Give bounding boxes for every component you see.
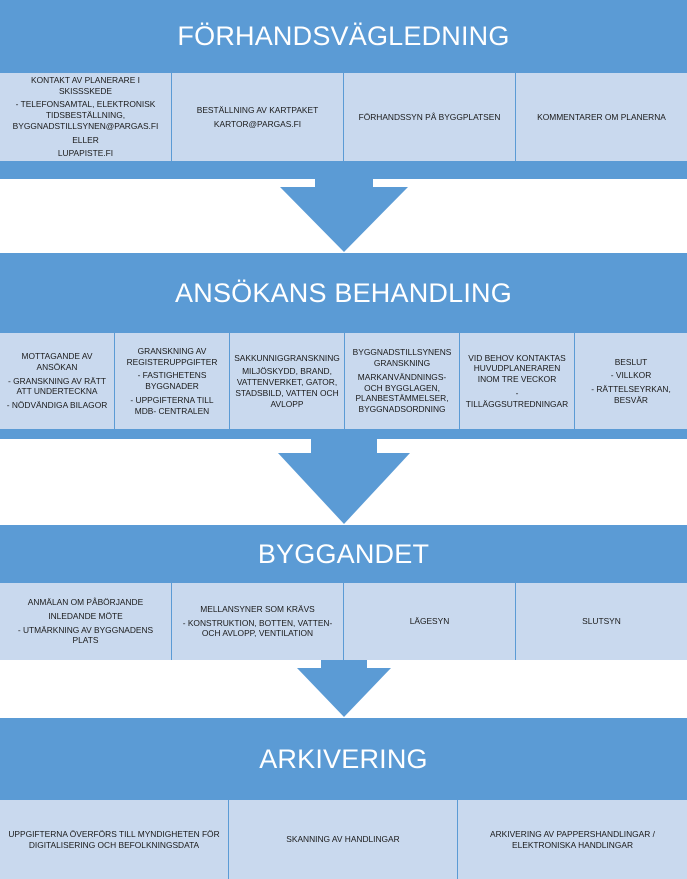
flow-arrow-icon <box>278 439 410 524</box>
stage-title: BYGGANDET <box>257 538 430 569</box>
stage-row-byggandet: ANMÄLAN OM PÅBÖRJANDE INLEDANDE MÖTE - UTM… <box>0 583 687 660</box>
step-box-byggandet-4: SLUTSYN <box>516 583 687 660</box>
stage-band <box>0 161 687 179</box>
step-text: ARKIVERING AV PAPPERSHANDLINGAR / ELEKTR… <box>490 828 655 850</box>
stage-title: ARKIVERING <box>259 743 428 774</box>
step-text: SKANNING AV HANDLINGAR <box>286 834 400 845</box>
stage-row-arkivering: UPPGIFTERNA ÖVERFÖRS TILL MYNDIGHETEN FÖ… <box>0 800 687 879</box>
step-text: KONTAKT AV PLANERARE I SKISSSKEDE <box>31 74 140 96</box>
step-box-forhandsvagledning-3: FÖRHANDSSYN PÅ BYGGPLATSEN <box>344 73 515 161</box>
step-text: KOMMENTARER OM PLANERNA <box>537 111 666 122</box>
step-box-forhandsvagledning-1: KONTAKT AV PLANERARE I SKISSSKEDE - TELEF… <box>0 73 171 161</box>
step-text: - RÄTTELSEYRKAN, BESVÄR <box>591 384 671 405</box>
stage-header-byggandet: BYGGANDET <box>0 525 687 583</box>
stage-header-forhandsvagledning: FÖRHANDSVÄGLEDNING <box>0 0 687 73</box>
flow-arrow-icon <box>297 660 391 717</box>
step-box-byggandet-2: MELLANSYNER SOM KRÄVS - KONSTRUKTION, BOT… <box>172 583 343 660</box>
step-text: ANMÄLAN OM PÅBÖRJANDE <box>27 597 144 607</box>
step-box-ansokans-behandling-3: SAKKUNNIGGRANSKNING MILJÖSKYDD, BRAND, VA… <box>230 333 344 429</box>
step-text: - NÖDVÄNDIGA BILAGOR <box>6 400 108 411</box>
step-text: BESLUT <box>614 356 648 367</box>
stage-row-forhandsvagledning: KONTAKT AV PLANERARE I SKISSSKEDE - TELEF… <box>0 73 687 161</box>
step-text: - TELEFONSAMTAL, ELEKTRONISK TIDSBESTÄLL… <box>12 99 159 131</box>
step-box-ansokans-behandling-2: GRANSKNING AV REGISTERUPPGIFTER - FASTIGH… <box>115 333 229 429</box>
step-text: BESTÄLLNING AV KARTPAKET <box>196 104 319 115</box>
stage-title: FÖRHANDSVÄGLEDNING <box>177 21 510 51</box>
stage-header-arkivering: ARKIVERING <box>0 718 687 800</box>
step-text: MARKANVÄNDNINGS- OCH BYGGLAGEN, PLANBEST… <box>355 371 449 414</box>
step-text: SLUTSYN <box>582 616 621 627</box>
step-text: MELLANSYNER SOM KRÄVS <box>200 603 315 614</box>
step-box-arkivering-1: UPPGIFTERNA ÖVERFÖRS TILL MYNDIGHETEN FÖ… <box>0 800 228 879</box>
step-text: VID BEHOV KONTAKTAS HUVUDPLANERAREN INOM… <box>468 352 566 385</box>
step-text: - UTMÄRKNING AV BYGGNADENS PLATS <box>17 624 154 646</box>
step-text: KARTOR@PARGAS.FI <box>213 118 302 129</box>
step-text: - VILLKOR <box>610 370 652 381</box>
stage-row-ansokans-behandling: MOTTAGANDE AV ANSÖKAN - GRANSKNING AV RÄT… <box>0 333 687 429</box>
step-box-ansokans-behandling-5: VID BEHOV KONTAKTAS HUVUDPLANERAREN INOM… <box>460 333 574 429</box>
step-text: - TILLÄGGSUTREDNINGAR <box>465 387 569 409</box>
step-box-arkivering-3: ARKIVERING AV PAPPERSHANDLINGAR / ELEKTR… <box>458 800 687 879</box>
step-text: MOTTAGANDE AV ANSÖKAN <box>21 351 93 372</box>
step-box-ansokans-behandling-6: BESLUT - VILLKOR - RÄTTELSEYRKAN, BESVÄR <box>575 333 687 429</box>
stage-title: ANSÖKANS BEHANDLING <box>175 277 512 308</box>
stage-header-ansokans-behandling: ANSÖKANS BEHANDLING <box>0 253 687 333</box>
step-box-forhandsvagledning-2: BESTÄLLNING AV KARTPAKET KARTOR@PARGAS.FI <box>172 73 343 161</box>
step-text: LUPAPISTE.FI <box>57 148 114 159</box>
step-box-byggandet-3: LÄGESYN <box>344 583 515 660</box>
step-text: BYGGNADSTILLSYNENS GRANSKNING <box>352 347 452 368</box>
step-text: MILJÖSKYDD, BRAND, VATTENVERKET, GATOR, … <box>235 366 339 409</box>
step-text: - KONSTRUKTION, BOTTEN, VATTEN- OCH AVLO… <box>182 617 333 639</box>
step-text: - FASTIGHETENS BYGGNADER <box>137 370 207 391</box>
step-text: SAKKUNNIGGRANSKNING <box>234 352 340 363</box>
step-text: - UPPGIFTERNA TILL MDB- CENTRALEN <box>130 394 214 416</box>
step-text: INLEDANDE MÖTE <box>48 610 123 621</box>
step-text: - GRANSKNING AV RÄTT ATT UNDERTECKNA <box>7 375 107 397</box>
step-box-ansokans-behandling-4: BYGGNADSTILLSYNENS GRANSKNING MARKANVÄNDN… <box>345 333 459 429</box>
step-text: GRANSKNING AV REGISTERUPPGIFTER <box>126 345 218 367</box>
flow-arrow-icon <box>280 179 408 252</box>
step-box-ansokans-behandling-1: MOTTAGANDE AV ANSÖKAN - GRANSKNING AV RÄT… <box>0 333 114 429</box>
stage-band <box>0 429 687 439</box>
step-box-arkivering-2: SKANNING AV HANDLINGAR <box>229 800 457 879</box>
step-text: ELLER <box>72 134 99 145</box>
step-text: LÄGESYN <box>409 616 450 627</box>
step-box-forhandsvagledning-4: KOMMENTARER OM PLANERNA <box>516 73 687 161</box>
step-box-byggandet-1: ANMÄLAN OM PÅBÖRJANDE INLEDANDE MÖTE - UTM… <box>0 583 171 660</box>
step-text: UPPGIFTERNA ÖVERFÖRS TILL MYNDIGHETEN FÖ… <box>8 828 220 850</box>
step-text: FÖRHANDSSYN PÅ BYGGPLATSEN <box>358 111 501 122</box>
